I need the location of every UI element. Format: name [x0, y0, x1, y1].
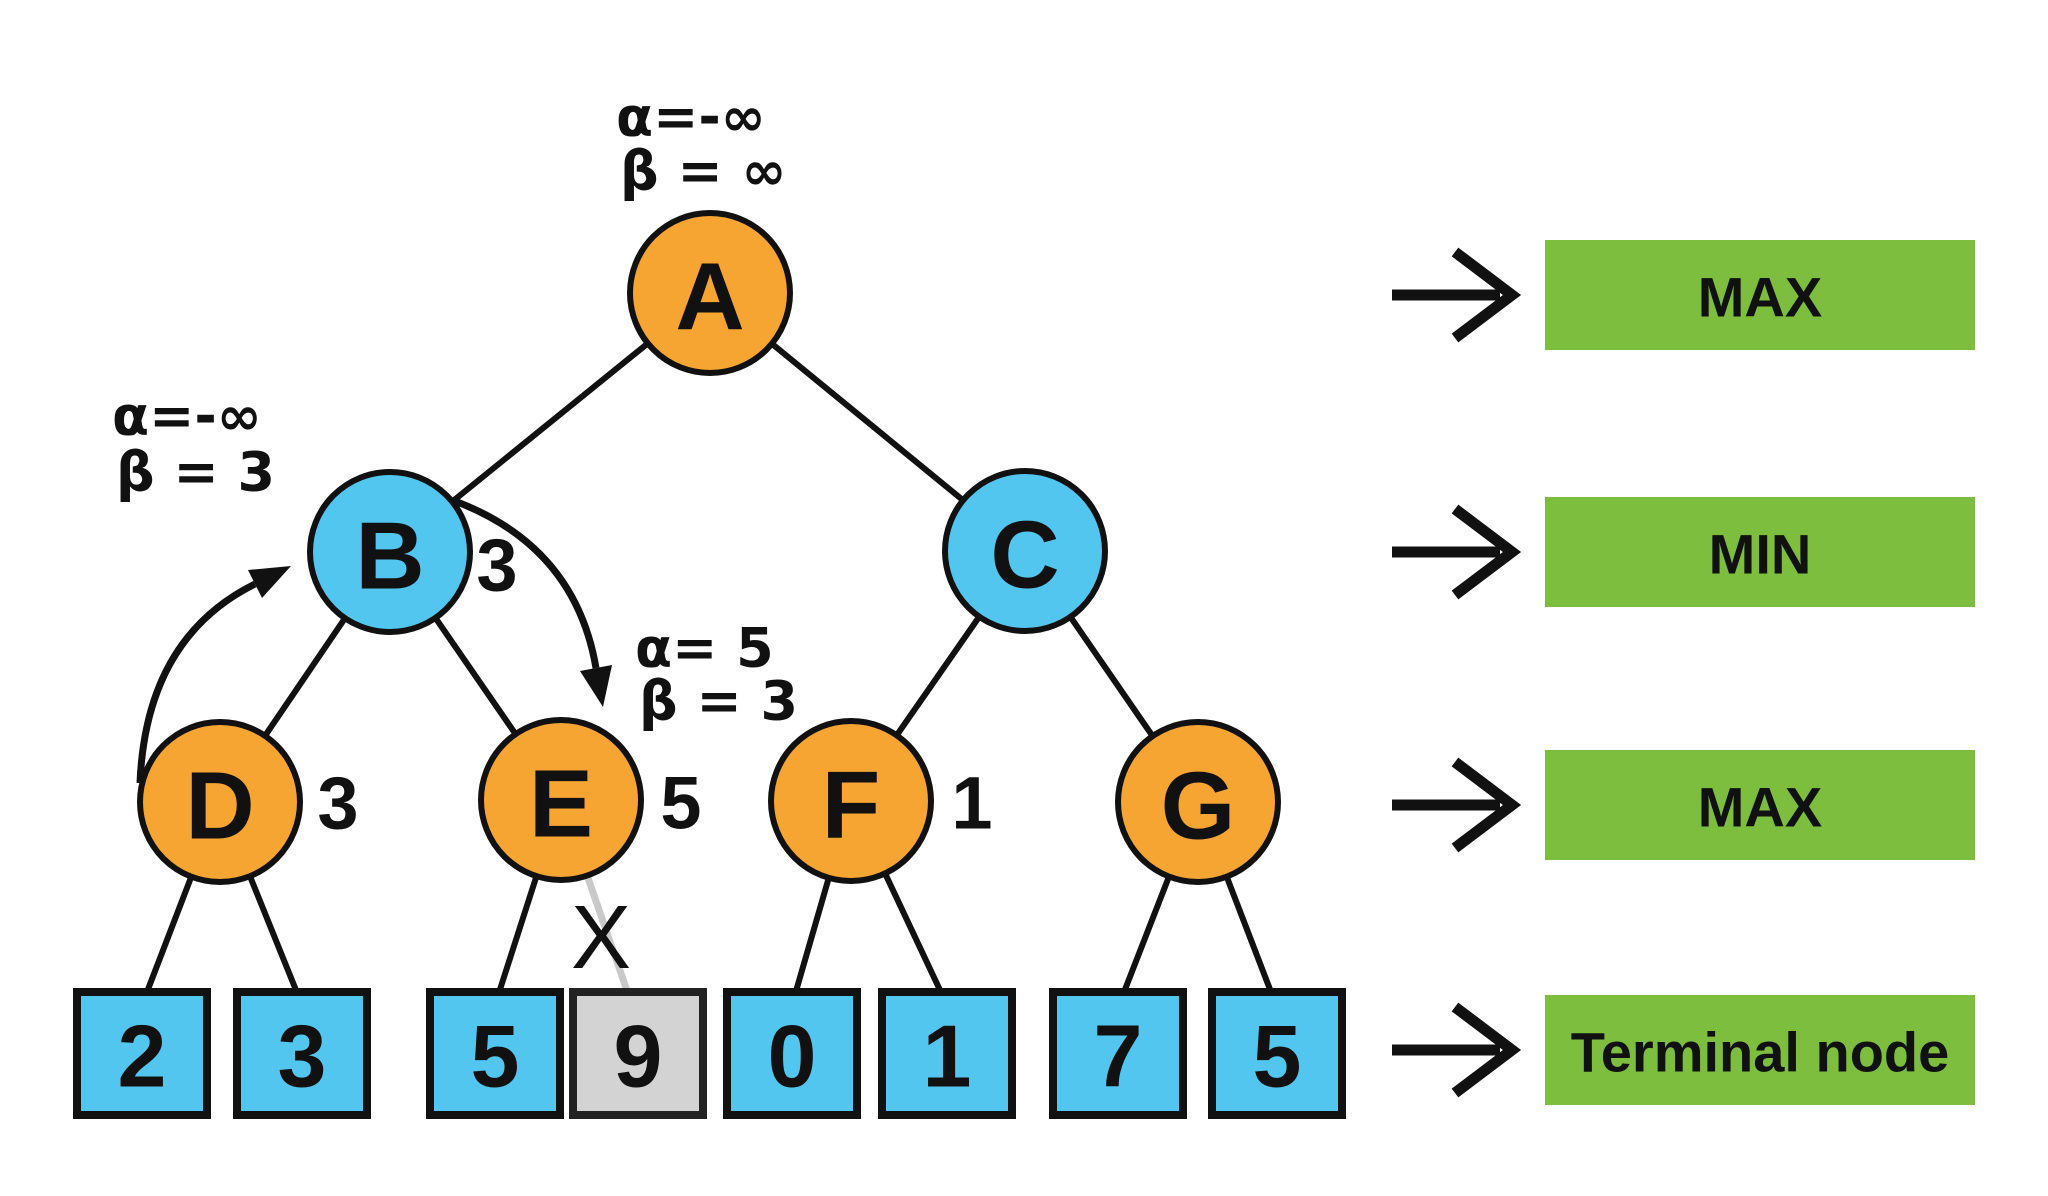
legend-label-max-bottom: MAX: [1698, 776, 1822, 839]
node-g-circle: [1115, 719, 1281, 885]
backtrack-arrow-d-to-b: [136, 580, 257, 784]
terminal-value: 5: [471, 1007, 520, 1106]
terminal-box-5b: [1208, 988, 1346, 1119]
legend-box-min: [1545, 497, 1975, 607]
legend-box-terminal: [1545, 995, 1975, 1105]
terminal-value: 2: [118, 1007, 167, 1106]
legend-label-min: MIN: [1709, 523, 1812, 586]
update-arrow-b-to-e: [450, 496, 600, 669]
terminal-row: 2 3 5 9 0 1 7 5: [73, 988, 1346, 1119]
terminal-value-pruned: 9: [614, 1007, 663, 1106]
node-c-circle: [942, 468, 1108, 634]
node-c-label: C: [990, 502, 1059, 609]
node-e-label: E: [529, 751, 593, 858]
terminal-box-2: [73, 988, 211, 1119]
node-b-label: B: [355, 503, 424, 610]
tree-nodes: A B C D E F G: [137, 210, 1281, 885]
terminal-box-3: [233, 988, 371, 1119]
legend-label-max-top: MAX: [1698, 266, 1822, 329]
legend-arrowhead-row3-icon: [1451, 757, 1522, 853]
legend-box-max-top: [1545, 240, 1975, 350]
node-f-label: F: [822, 752, 881, 859]
node-values: 3 3 5 1: [317, 524, 992, 845]
node-d-label: D: [185, 753, 254, 860]
node-f-circle: [768, 718, 934, 884]
terminal-value: 5: [1253, 1007, 1302, 1106]
terminal-box-1: [878, 988, 1016, 1119]
terminal-value: 0: [768, 1007, 817, 1106]
legend-arrowhead-row2-icon: [1451, 504, 1522, 600]
backtrack-arrowhead-icon: [248, 566, 291, 598]
node-d-value: 3: [317, 762, 358, 845]
node-a-label: A: [675, 244, 744, 351]
terminal-box-5: [426, 988, 564, 1119]
node-g-label: G: [1161, 753, 1236, 860]
node-e-annotation-alpha: α= 5: [635, 617, 774, 680]
node-e-annotation-beta: β = 3: [639, 670, 798, 733]
legend-label-terminal: Terminal node: [1571, 1021, 1950, 1084]
terminal-box-0: [723, 988, 861, 1119]
propagation-arrows: X: [136, 496, 631, 988]
terminal-value: 1: [923, 1007, 972, 1106]
terminal-value: 3: [278, 1007, 327, 1106]
node-b-annotation-alpha: α=-∞: [112, 385, 262, 448]
legend-box-max-bottom: [1545, 750, 1975, 860]
terminal-box-9-pruned: [569, 988, 707, 1119]
prune-x-mark: X: [571, 888, 631, 988]
node-a-circle: [627, 210, 793, 376]
node-b-annotation-beta: β = 3: [116, 441, 275, 504]
terminal-box-7: [1049, 988, 1187, 1119]
node-f-value: 1: [951, 762, 992, 845]
root-annotation-alpha: α=-∞: [616, 86, 766, 149]
legend: MAX MIN MAX Terminal node: [1392, 240, 1975, 1105]
update-arrowhead-icon: [580, 665, 612, 707]
terminal-value: 7: [1094, 1007, 1143, 1106]
node-d-circle: [137, 719, 303, 885]
root-annotation-beta: β = ∞: [620, 140, 786, 203]
node-e-circle: [478, 717, 644, 883]
node-e-value: 5: [660, 762, 701, 845]
legend-arrowhead-row1-icon: [1451, 247, 1522, 343]
node-b-value: 3: [476, 524, 517, 607]
legend-arrowhead-row4-icon: [1451, 1002, 1522, 1098]
alpha-beta-annotations: α=-∞ β = ∞ α=-∞ β = 3 α= 5 β = 3: [112, 86, 798, 733]
node-b-circle: [307, 469, 473, 635]
